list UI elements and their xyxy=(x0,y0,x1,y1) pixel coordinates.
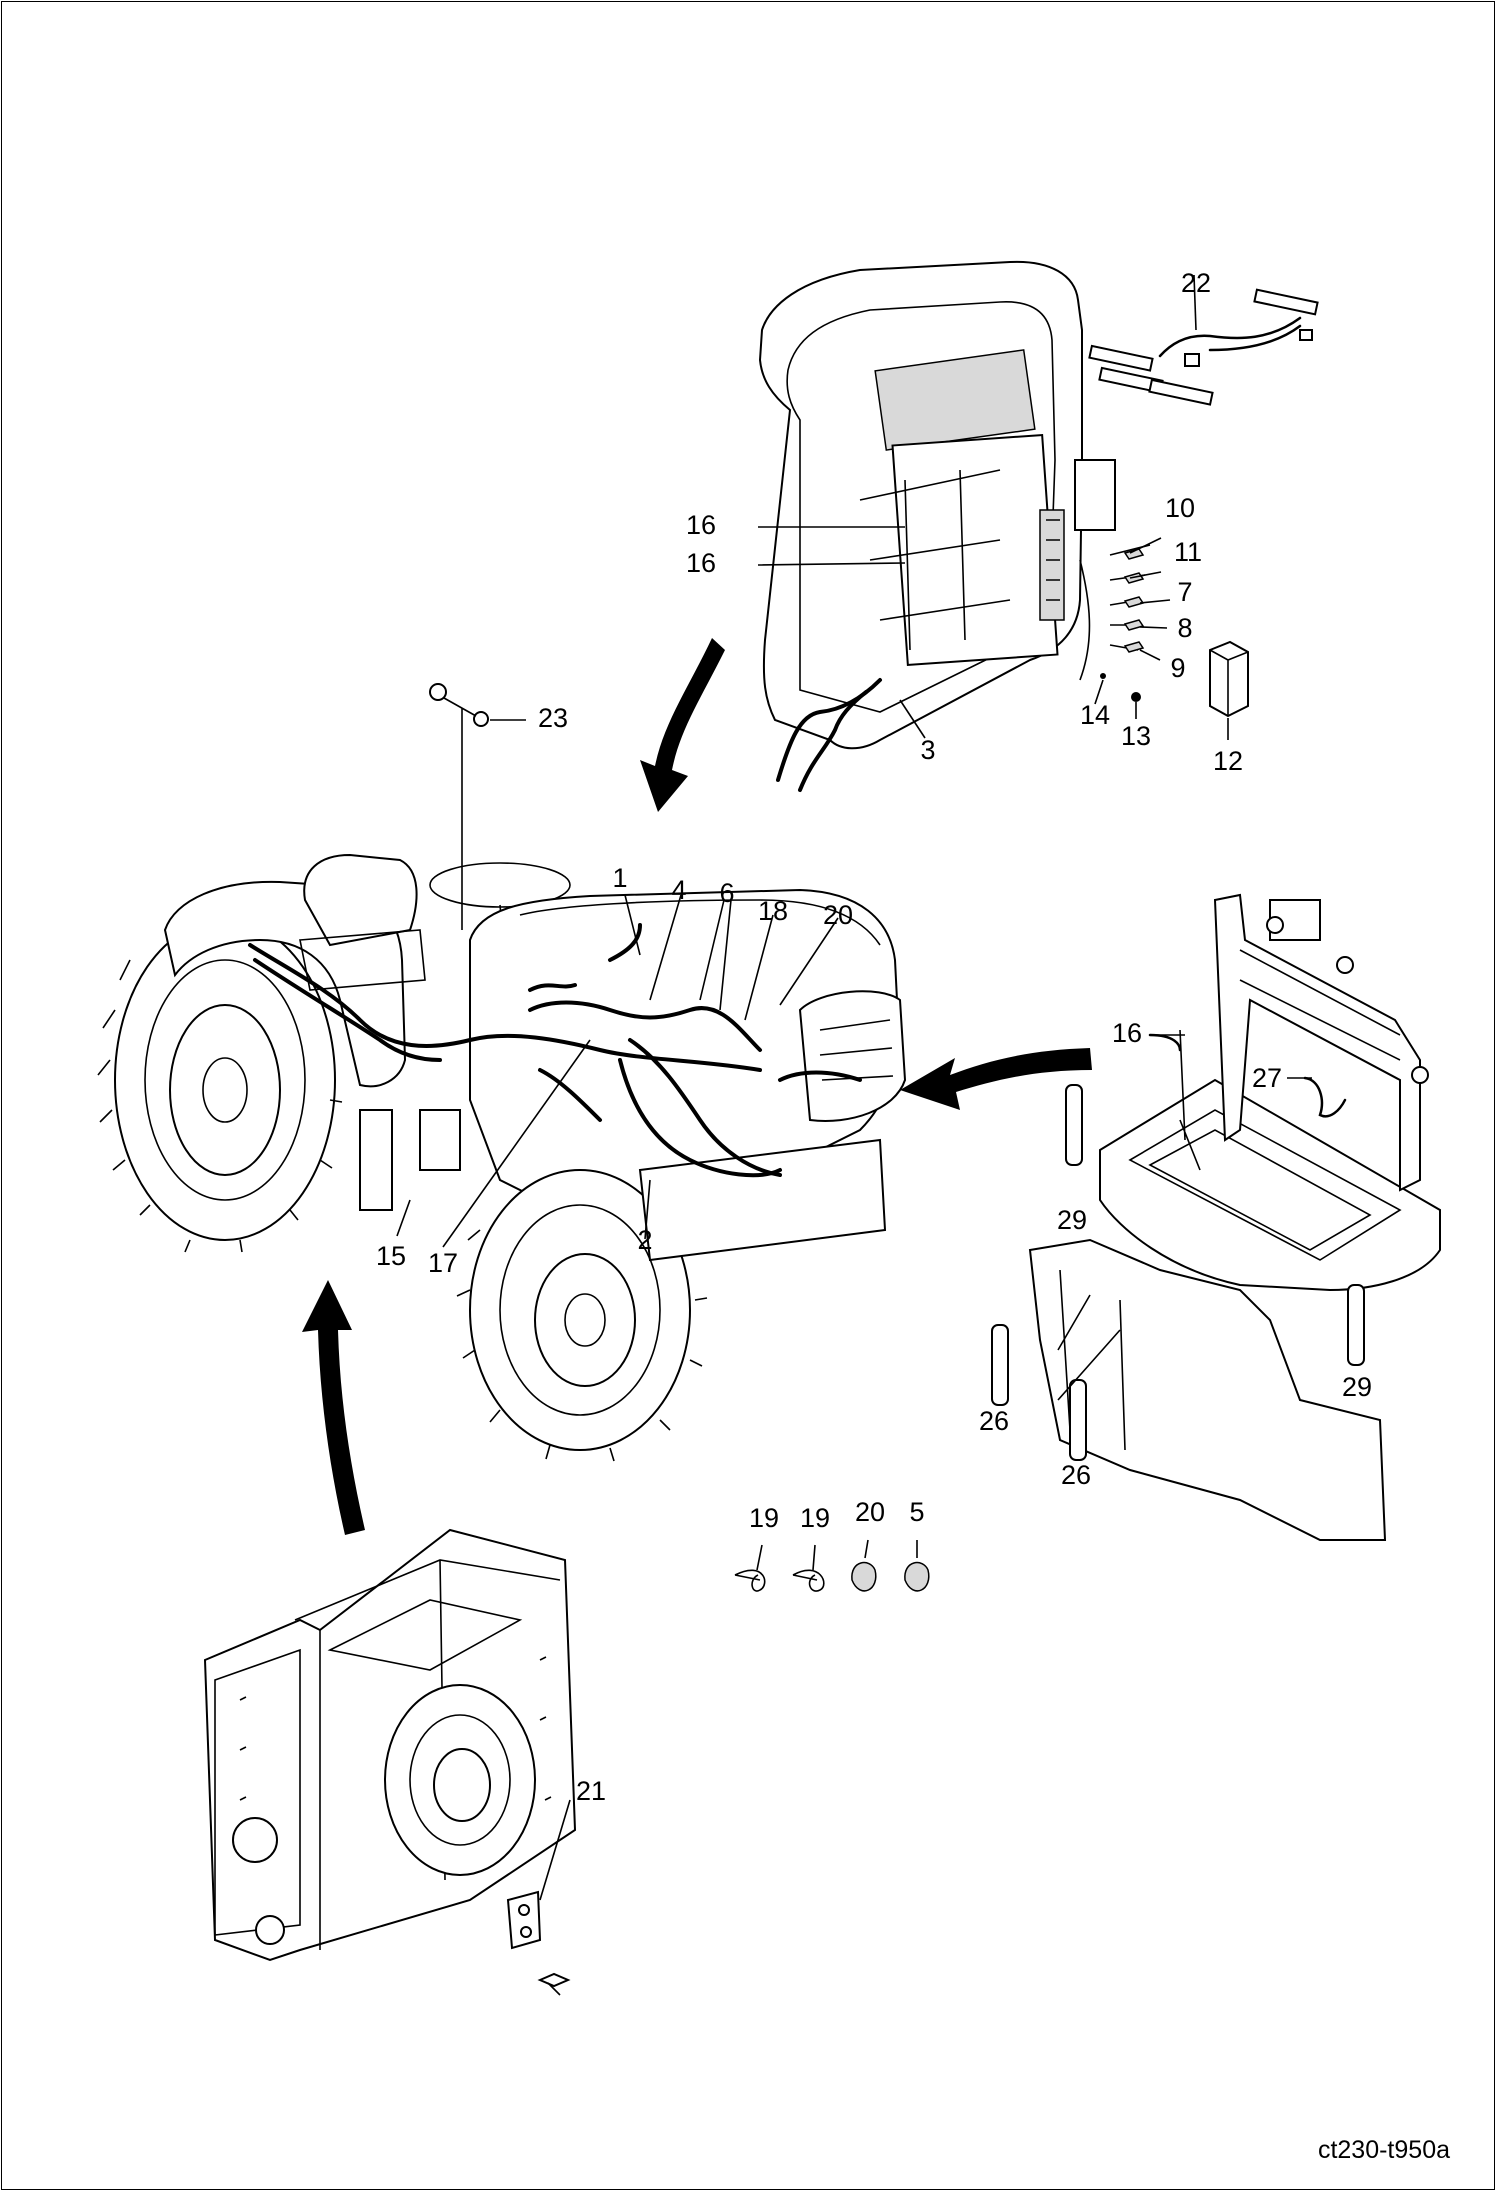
instrument-panel-assembly xyxy=(758,260,1319,792)
callout-1: 1 xyxy=(612,863,627,893)
callout-13: 13 xyxy=(1121,721,1151,751)
drawing-code: ct230-t950a xyxy=(1318,2136,1450,2164)
callout-7: 7 xyxy=(1177,577,1192,607)
callout-17: 17 xyxy=(428,1248,458,1278)
callout-2: 2 xyxy=(637,1225,652,1255)
callout-14: 14 xyxy=(1080,700,1110,730)
arrow-panel-to-tractor xyxy=(640,638,725,812)
arrow-transmission-to-tractor xyxy=(302,1280,365,1535)
callout-25: 23 xyxy=(538,703,568,733)
hose-clamps xyxy=(734,1561,930,1592)
callout-26b: 26 xyxy=(1061,1460,1091,1490)
callout-5: 5 xyxy=(909,1497,924,1527)
callout-8: 8 xyxy=(1177,613,1192,643)
callout-4: 4 xyxy=(671,875,686,905)
callout-11: 11 xyxy=(1174,537,1202,567)
terminal-parts xyxy=(1123,548,1145,653)
callout-16b: 16 xyxy=(686,548,716,578)
callout-10: 10 xyxy=(1165,493,1195,523)
callout-20: 20 xyxy=(855,1497,885,1527)
callout-15: 15 xyxy=(376,1241,406,1271)
battery-bracket-assembly xyxy=(991,893,1441,1541)
callout-21: 19 xyxy=(749,1503,779,1533)
callout-16a: 16 xyxy=(686,510,716,540)
callout-29a: 29 xyxy=(1057,1205,1087,1235)
callout-16c: 16 xyxy=(1112,1018,1142,1048)
arrow-bracket-to-tractor xyxy=(900,1048,1092,1110)
tractor-assembly xyxy=(97,683,907,1462)
transmission-case-assembly xyxy=(203,1528,577,1996)
callout-12: 12 xyxy=(1213,746,1243,776)
callout-26a: 26 xyxy=(979,1406,1009,1436)
callout-23: 21 xyxy=(576,1776,606,1806)
callout-29b: 29 xyxy=(1342,1372,1372,1402)
callout-6: 6 xyxy=(719,878,734,908)
callout-3: 3 xyxy=(920,735,935,765)
callout-24: 22 xyxy=(1181,268,1211,298)
callout-18: 18 xyxy=(758,896,788,926)
callout-labels: 22 16 16 10 11 7 8 9 14 13 12 3 23 1 4 6… xyxy=(376,268,1372,1806)
callout-22: 20 xyxy=(823,900,853,930)
relay-part xyxy=(1209,640,1249,718)
callout-19: 19 xyxy=(800,1503,830,1533)
callout-9: 9 xyxy=(1170,653,1185,683)
callout-27: 27 xyxy=(1252,1063,1282,1093)
connector-harness-24 xyxy=(1088,288,1319,406)
